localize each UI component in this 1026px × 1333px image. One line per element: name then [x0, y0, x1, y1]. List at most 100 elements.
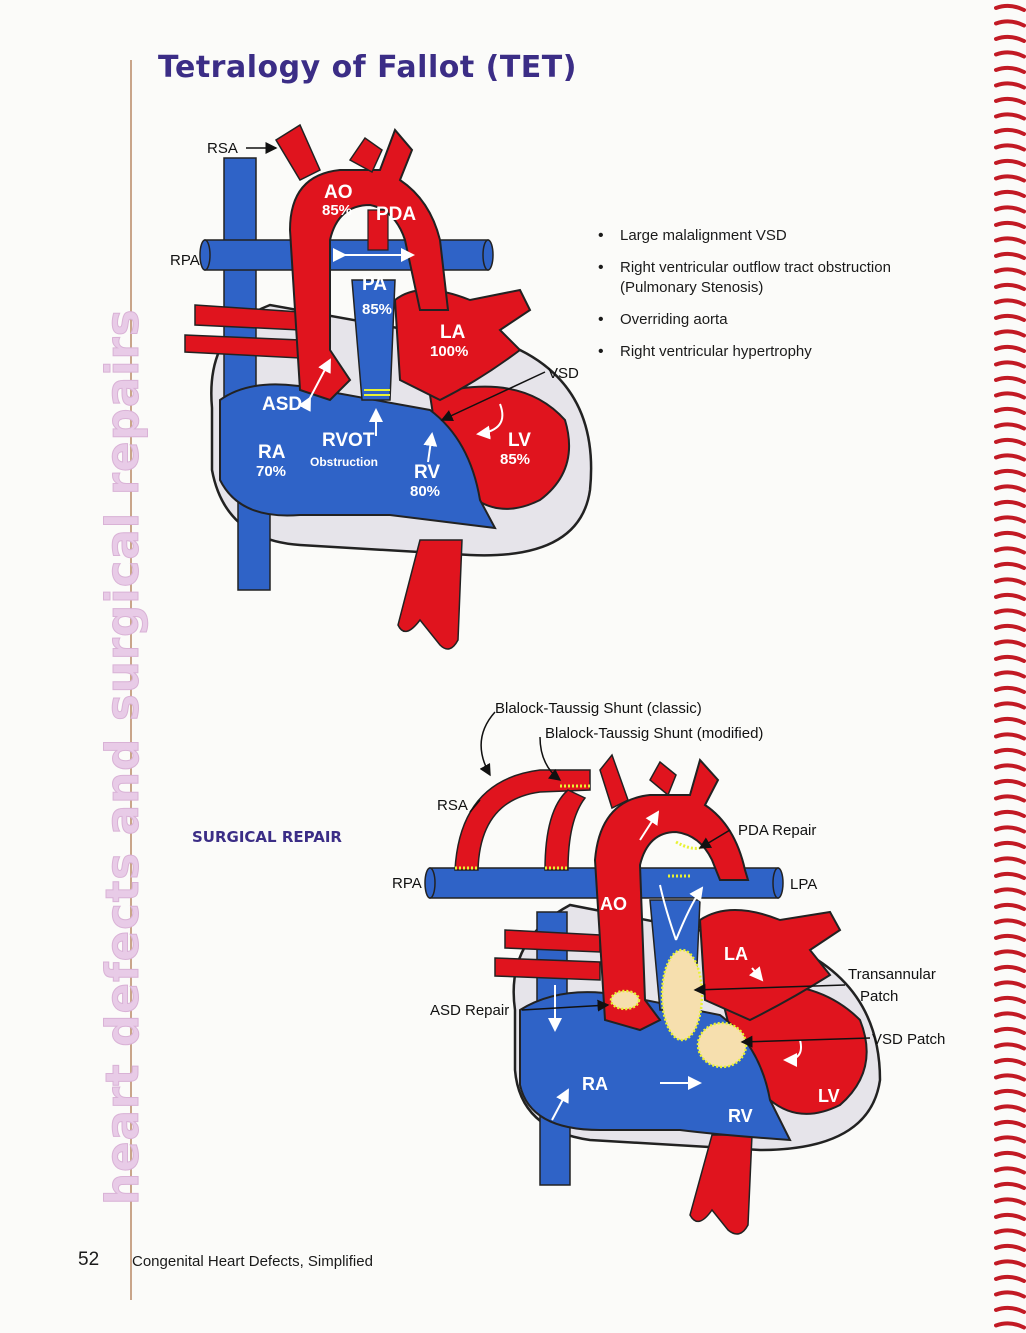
feature-item: Right ventricular outflow tract obstruct…: [598, 258, 898, 298]
binding-loop: [994, 887, 1026, 896]
label-rsa: RSA: [207, 140, 238, 157]
bt-classic-pointer: [479, 711, 496, 777]
surgical-repair-heading: SURGICAL REPAIR: [192, 828, 342, 846]
binding-loop: [994, 654, 1026, 663]
feature-item: Large malalignment VSD: [598, 226, 898, 246]
binding-loop: [994, 639, 1026, 648]
head-vessels: [274, 123, 383, 181]
binding-loop: [994, 561, 1026, 570]
rv-flow-arrow: [423, 432, 438, 463]
binding-loop: [994, 933, 1026, 942]
bt-modified-pointer: [539, 736, 562, 781]
binding-loop: [994, 1042, 1026, 1051]
binding-loop: [994, 158, 1026, 167]
label-rpa: RPA: [392, 875, 422, 892]
binding-loop: [994, 1228, 1026, 1237]
binding-loop: [994, 1274, 1026, 1283]
tet-heart-diagram: RSA RPA AO 85% PDA PA 85% LA 100% VSD AS…: [170, 123, 593, 650]
binding-loop: [994, 406, 1026, 415]
pda-repair-pointer: [698, 829, 731, 849]
binding-loop: [994, 1119, 1026, 1128]
descending-aorta: [689, 1134, 753, 1235]
binding-loop: [994, 918, 1026, 927]
binding-loop: [994, 344, 1026, 353]
binding-loop: [994, 236, 1026, 245]
binding-loop: [994, 902, 1026, 911]
binding-loop: [994, 1305, 1026, 1314]
binding-loop: [994, 1181, 1026, 1190]
binding-loop: [994, 1135, 1026, 1144]
binding-loop: [994, 34, 1026, 43]
binding-loop: [994, 437, 1026, 446]
binding-loop: [994, 825, 1026, 834]
label-rpa: RPA: [170, 252, 200, 269]
la-flow-arrow: [748, 966, 764, 982]
binding-loop: [994, 623, 1026, 632]
spiral-binding: [994, 3, 1026, 1330]
binding-loop: [994, 453, 1026, 462]
page-number: 52: [78, 1249, 100, 1270]
binding-loop: [994, 174, 1026, 183]
binding-loop: [994, 189, 1026, 198]
binding-loop: [994, 1057, 1026, 1066]
binding-loop: [994, 143, 1026, 152]
asd-repair-patch: [609, 989, 641, 1011]
binding-loop: [994, 546, 1026, 555]
label-vsd: VSD: [548, 365, 579, 382]
binding-loop: [994, 515, 1026, 524]
pulmonary-veins-right: [494, 929, 601, 981]
binding-loop: [994, 50, 1026, 59]
stenosis-marks: [364, 389, 390, 396]
label-rv: RV: [414, 462, 440, 483]
binding-loop: [994, 1026, 1026, 1035]
binding-loop: [994, 3, 1026, 12]
binding-loop: [994, 1290, 1026, 1299]
asd-flow-arrow: [298, 358, 331, 412]
binding-loop: [994, 778, 1026, 787]
binding-loop: [994, 1321, 1026, 1330]
right-atrium-ventricle: [219, 383, 497, 530]
label-la: LA: [724, 944, 748, 964]
binding-loop: [994, 1197, 1026, 1206]
binding-loop: [994, 732, 1026, 741]
book-title: Congenital Heart Defects, Simplified: [132, 1253, 373, 1270]
left-atrium: [698, 909, 842, 1022]
margin-rule: [130, 60, 132, 1300]
bt-shunt-classic: [454, 769, 591, 871]
label-vsd-patch: VSD Patch: [872, 1031, 945, 1048]
binding-loop: [994, 949, 1026, 958]
binding-loop: [994, 298, 1026, 307]
binding-loop: [994, 995, 1026, 1004]
label-ra-sat: 70%: [256, 463, 286, 480]
label-pa-sat: 85%: [362, 301, 392, 318]
binding-loop: [994, 577, 1026, 586]
label-lv: LV: [818, 1086, 840, 1106]
binding-loop: [994, 19, 1026, 28]
binding-loop: [994, 685, 1026, 694]
label-ao-sat: 85%: [322, 202, 352, 219]
vsd-patch: [696, 1021, 748, 1069]
label-rsa: RSA: [437, 797, 468, 814]
binding-loop: [994, 871, 1026, 880]
binding-loop: [994, 468, 1026, 477]
binding-loop: [994, 763, 1026, 772]
binding-loop: [994, 422, 1026, 431]
binding-loop: [994, 282, 1026, 291]
binding-loop: [994, 856, 1026, 865]
binding-loop: [994, 220, 1026, 229]
label-ra: RA: [258, 442, 286, 463]
binding-loop: [994, 592, 1026, 601]
binding-loop: [994, 375, 1026, 384]
label-ao: AO: [324, 182, 353, 203]
label-lv-sat: 85%: [500, 451, 530, 468]
binding-loop: [994, 794, 1026, 803]
transannular-pointer: [693, 983, 846, 996]
binding-loop: [994, 1104, 1026, 1113]
feature-list: Large malalignment VSD Right ventricular…: [598, 226, 898, 374]
pda-repair-mark: [675, 840, 701, 850]
label-rv: RV: [728, 1106, 753, 1126]
bt-shunt-modified: [544, 789, 587, 871]
feature-item: Overriding aorta: [598, 310, 898, 330]
binding-loop: [994, 1259, 1026, 1268]
aorta: [593, 757, 750, 1032]
